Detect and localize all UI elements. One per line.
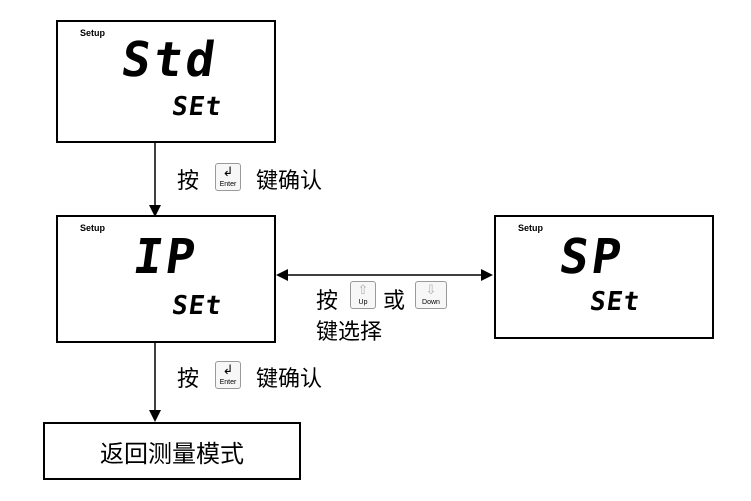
lcd-main-text: IP	[130, 229, 202, 285]
select-suffix: 键选择	[316, 320, 383, 345]
select-prefix: 按	[316, 289, 339, 314]
enter-key-button[interactable]: ↲ Enter	[215, 163, 241, 191]
lcd-screen-ip: Setup IP SEt	[56, 215, 276, 343]
setup-label: Setup	[518, 223, 544, 233]
arrowhead-result	[149, 410, 161, 422]
lcd-sub-text: SEt	[588, 287, 643, 317]
arrowhead-right	[481, 269, 493, 281]
select-or: 或	[383, 289, 406, 314]
lcd-screen-sp: Setup SP SEt	[494, 215, 714, 339]
setup-label: Setup	[80, 28, 106, 38]
confirm2-prefix: 按	[177, 367, 200, 392]
confirm1-suffix: 键确认	[256, 169, 323, 194]
confirm2-suffix: 键确认	[256, 367, 323, 392]
enter-key-label: Enter	[219, 181, 237, 188]
lcd-main-text: SP	[556, 229, 628, 285]
lcd-sub-text: SEt	[170, 92, 225, 122]
arrowhead-ip	[149, 205, 161, 217]
setup-label: Setup	[80, 223, 106, 233]
return-measure-mode-box: 返回测量模式	[43, 422, 301, 480]
up-arrow-icon: ⇧	[357, 283, 369, 298]
up-key-label: Up	[358, 299, 368, 306]
enter-icon: ↲	[222, 363, 234, 378]
down-key-label: Down	[422, 299, 440, 306]
lcd-main-text: Std	[118, 32, 222, 88]
confirm1-prefix: 按	[177, 169, 200, 194]
down-key-button[interactable]: ⇩ Down	[415, 281, 447, 309]
arrowhead-left	[276, 269, 288, 281]
down-arrow-icon: ⇩	[425, 283, 437, 298]
up-key-button[interactable]: ⇧ Up	[350, 281, 376, 309]
return-measure-mode-label: 返回测量模式	[100, 439, 244, 468]
enter-key-button[interactable]: ↲ Enter	[215, 361, 241, 389]
enter-icon: ↲	[222, 165, 234, 180]
enter-key-label: Enter	[219, 379, 237, 386]
lcd-screen-std: Setup Std SEt	[56, 20, 276, 143]
lcd-sub-text: SEt	[170, 291, 225, 321]
